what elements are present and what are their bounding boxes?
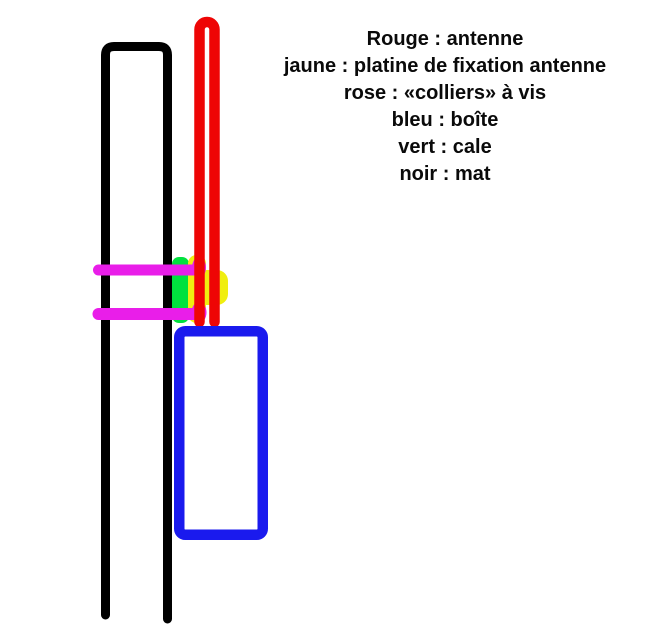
- legend: Rouge : antenne jaune : platine de fixat…: [240, 26, 650, 188]
- boite-shape: [174, 326, 268, 540]
- legend-line-boite: bleu : boîte: [391, 109, 499, 131]
- legend-line-cale: vert : cale: [398, 136, 492, 158]
- legend-line-antenne: Rouge : antenne: [366, 28, 524, 50]
- legend-line-mat: noir : mat: [399, 163, 491, 185]
- legend-line-platine: jaune : platine de fixation antenne: [283, 55, 607, 77]
- legend-line-colliers: rose : «colliers» à vis: [343, 82, 547, 104]
- antenne-shape: [194, 16, 220, 328]
- mast-shape: [101, 42, 172, 624]
